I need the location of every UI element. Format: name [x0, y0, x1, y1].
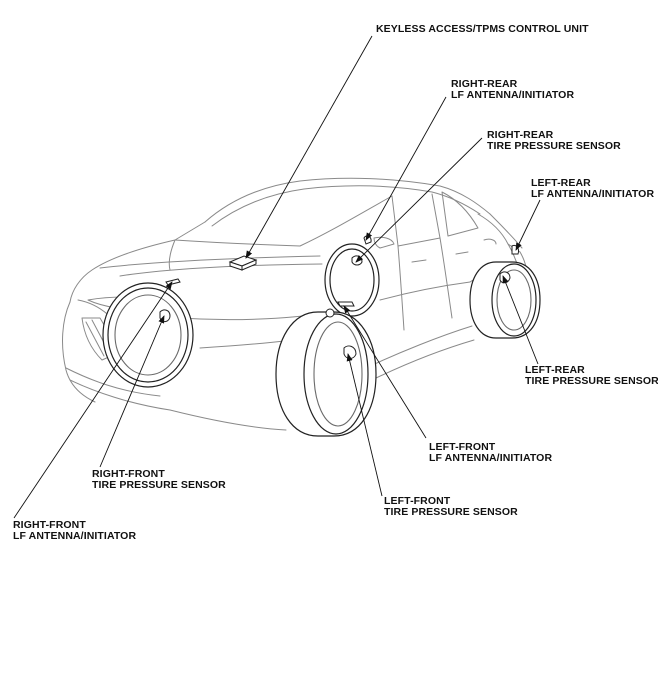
- left-front-wheel: [275, 311, 377, 437]
- control-unit-label-line1: KEYLESS ACCESS/TPMS CONTROL UNIT: [376, 23, 589, 35]
- right-rear-antenna-label-line1: RIGHT-REAR: [451, 78, 518, 90]
- left-front-sensor-label-line1: LEFT-FRONT: [384, 495, 451, 507]
- left-front-antenna-label-line2: LF ANTENNA/INITIATOR: [429, 452, 553, 464]
- left-front-antenna-label: LEFT-FRONT LF ANTENNA/INITIATOR: [429, 442, 552, 464]
- right-rear-antenna-label-line2: LF ANTENNA/INITIATOR: [451, 89, 575, 101]
- left-rear-sensor-label-line1: LEFT-REAR: [525, 364, 585, 376]
- right-rear-wheel: [324, 243, 380, 317]
- right-front-antenna-label-line1: RIGHT-FRONT: [13, 519, 86, 531]
- left-front-sensor-label-line2: TIRE PRESSURE SENSOR: [384, 506, 518, 518]
- right-front-sensor-label-line2: TIRE PRESSURE SENSOR: [92, 479, 226, 491]
- right-front-wheel: [102, 282, 194, 388]
- left-rear-wheel: [469, 261, 541, 339]
- left-rear-antenna-label: LEFT-REAR LF ANTENNA/INITIATOR: [531, 178, 654, 200]
- right-front-antenna-label: RIGHT-FRONT LF ANTENNA/INITIATOR: [13, 520, 136, 542]
- right-rear-sensor-label-line2: TIRE PRESSURE SENSOR: [487, 140, 621, 152]
- right-front-sensor-label: RIGHT-FRONT TIRE PRESSURE SENSOR: [92, 469, 226, 491]
- right-rear-antenna-label: RIGHT-REAR LF ANTENNA/INITIATOR: [451, 79, 574, 101]
- leader-lines: [13, 35, 541, 519]
- left-front-antenna-label-line1: LEFT-FRONT: [429, 441, 496, 453]
- left-rear-sensor-label: LEFT-REAR TIRE PRESSURE SENSOR: [525, 365, 658, 387]
- left-rear-antenna-label-line1: LEFT-REAR: [531, 177, 591, 189]
- right-rear-sensor-label-line1: RIGHT-REAR: [487, 129, 554, 141]
- left-front-sensor-label: LEFT-FRONT TIRE PRESSURE SENSOR: [384, 496, 518, 518]
- right-front-antenna-label-line2: LF ANTENNA/INITIATOR: [13, 530, 137, 542]
- left-rear-antenna-label-line2: LF ANTENNA/INITIATOR: [531, 188, 655, 200]
- left-rear-sensor-label-line2: TIRE PRESSURE SENSOR: [525, 375, 658, 387]
- right-rear-sensor-label: RIGHT-REAR TIRE PRESSURE SENSOR: [487, 130, 621, 152]
- right-front-sensor-label-line1: RIGHT-FRONT: [92, 468, 165, 480]
- control-unit-label: KEYLESS ACCESS/TPMS CONTROL UNIT: [376, 24, 589, 35]
